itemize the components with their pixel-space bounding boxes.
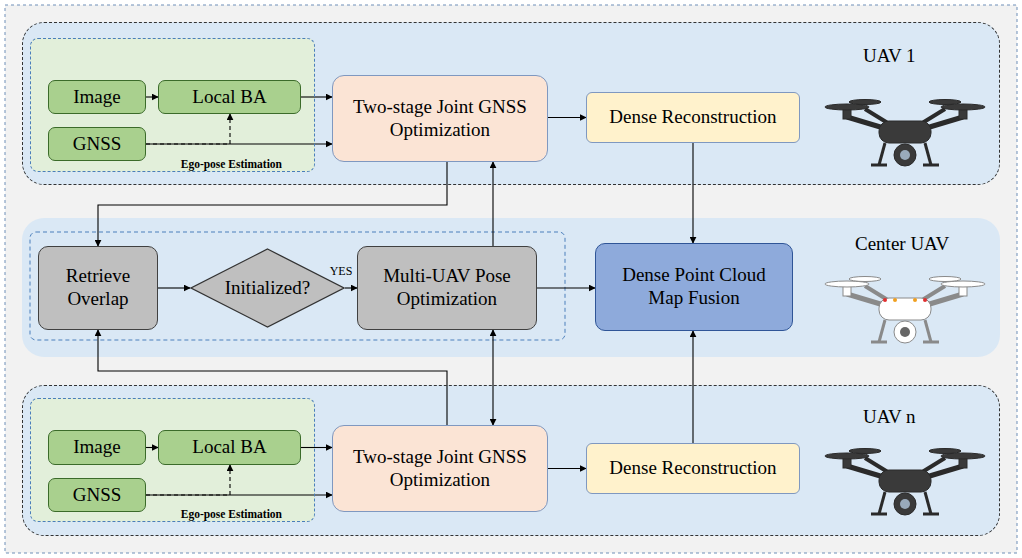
drone-icon xyxy=(825,100,985,167)
flow-arrow xyxy=(146,494,332,495)
process-box: Dense Reconstruction xyxy=(586,443,800,494)
box-label: Dense Point Cloud Map Fusion xyxy=(603,264,785,310)
band-title: UAV n xyxy=(863,406,916,428)
box-label: Image xyxy=(73,436,120,459)
band-title: UAV 1 xyxy=(863,45,916,67)
camera-lens xyxy=(900,499,910,509)
status-light xyxy=(883,298,887,302)
band-fill xyxy=(22,22,1000,185)
flow-arrow xyxy=(146,447,158,448)
process-box: GNSS xyxy=(48,478,146,512)
box-label: Dense Reconstruction xyxy=(609,457,776,480)
box-label: Local BA xyxy=(192,436,266,459)
flow-arrow xyxy=(146,96,158,97)
process-box: Local BA xyxy=(158,430,301,465)
group-box: Image Local BA GNSS Ego-pose Estimation xyxy=(30,398,315,522)
camera-lens xyxy=(900,150,910,160)
flow-arrow xyxy=(692,331,693,443)
uav-band: Retrieve Overlap Initialized? Multi-UAV Po… xyxy=(22,218,1000,357)
band-title: Center UAV xyxy=(855,233,949,255)
dashed-arrow xyxy=(146,114,230,144)
band-fill xyxy=(22,218,1000,357)
process-box: Image xyxy=(48,430,146,465)
box-label: Multi-UAV Pose Optimization xyxy=(365,265,529,311)
flow-arrow xyxy=(98,162,447,246)
drone-icon xyxy=(825,449,985,516)
decision-diamond: Initialized? xyxy=(190,248,345,328)
status-light xyxy=(913,298,917,302)
group-title: Ego-pose Estimation xyxy=(181,508,282,520)
box-label: Image xyxy=(73,86,120,109)
box-label: Two-stage Joint GNSS Optimization xyxy=(340,96,540,142)
process-box: Image xyxy=(48,80,146,114)
flow-arrow xyxy=(548,468,586,469)
status-light xyxy=(923,298,927,302)
region-fills xyxy=(22,22,1000,536)
flow-arrow xyxy=(692,143,693,243)
flow-arrow xyxy=(492,330,493,425)
drone-icon xyxy=(825,277,985,344)
dashed-arrow xyxy=(146,465,230,495)
process-box: Local BA xyxy=(158,80,301,114)
box-label: Local BA xyxy=(192,86,266,109)
box-label: GNSS xyxy=(73,133,122,156)
uav-band: Image Local BA GNSS Ego-pose Estimation Two-… xyxy=(22,385,1000,536)
process-box: Dense Reconstruction xyxy=(586,92,800,143)
process-box: Dense Point Cloud Map Fusion xyxy=(595,243,793,331)
flow-arrow xyxy=(492,162,493,246)
group-title: Ego-pose Estimation xyxy=(181,158,282,170)
process-box: Multi-UAV Pose Optimization xyxy=(357,246,537,330)
flow-arrow xyxy=(98,330,447,425)
box-label: Retrieve Overlap xyxy=(46,265,150,311)
box-label: Two-stage Joint GNSS Optimization xyxy=(340,446,540,492)
group-fill xyxy=(30,398,315,522)
band-fill xyxy=(22,385,1000,536)
outer-frame xyxy=(5,5,1017,553)
process-box: Two-stage Joint GNSS Optimization xyxy=(332,425,548,512)
group-frame xyxy=(30,232,565,340)
flow-arrow xyxy=(345,287,357,288)
flow-arrow xyxy=(301,447,332,448)
uav-band: Image Local BA GNSS Ego-pose Estimation Two-… xyxy=(22,22,1000,185)
flow-arrow xyxy=(537,287,595,288)
flow-arrow xyxy=(158,287,190,288)
flow-arrow xyxy=(548,117,586,118)
diamond-shape xyxy=(191,249,344,327)
box-label: Dense Reconstruction xyxy=(609,106,776,129)
group-fill xyxy=(30,38,315,172)
process-box: Retrieve Overlap xyxy=(38,246,158,330)
flow-arrow xyxy=(146,143,332,144)
box-label: GNSS xyxy=(73,484,122,507)
process-box: Two-stage Joint GNSS Optimization xyxy=(332,75,548,162)
status-light xyxy=(893,298,897,302)
camera-lens xyxy=(900,327,910,337)
flow-arrow xyxy=(301,96,332,97)
process-box: GNSS xyxy=(48,127,146,161)
box-label: Initialized? xyxy=(225,277,310,300)
group-box: Image Local BA GNSS Ego-pose Estimation xyxy=(30,38,315,172)
edge-label: YES xyxy=(329,264,354,279)
